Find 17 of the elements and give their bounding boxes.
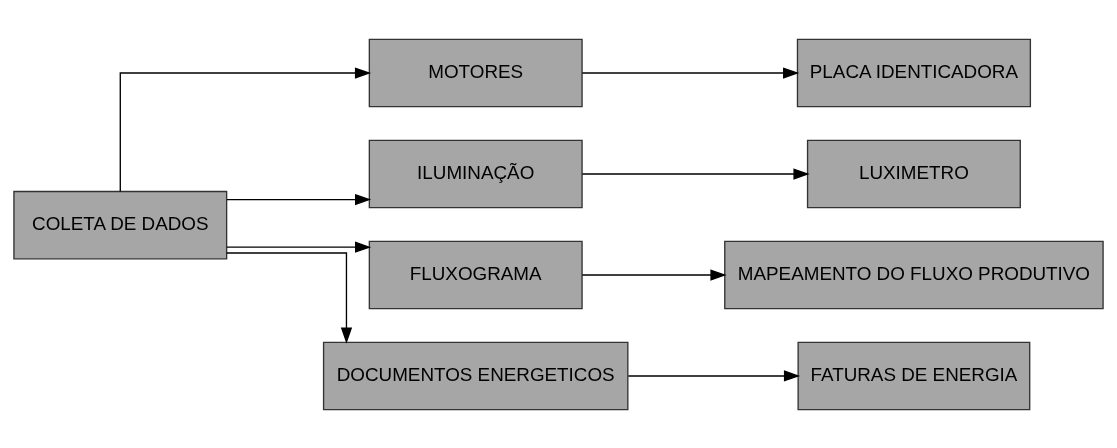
arrow (119, 66, 372, 192)
node-box: MAPEAMENTO DO FLUXO PRODUTIVO (724, 240, 1104, 309)
arrow (581, 167, 810, 180)
node-box: ILUMINAÇÃO (368, 139, 583, 208)
node-box: MOTORES (368, 38, 583, 107)
arrow (226, 193, 372, 205)
node-box: DOCUMENTOS ENERGETICOS (322, 341, 629, 410)
arrow (581, 66, 800, 79)
node-box: FATURAS DE ENERGIA (797, 341, 1031, 410)
node-box: COLETA DE DADOS (13, 190, 228, 259)
arrow (226, 241, 372, 253)
arrow (581, 268, 727, 281)
node-box: LUXIMETRO (806, 139, 1021, 208)
node-box: FLUXOGRAMA (368, 240, 583, 309)
node-box: PLACA IDENTICADORA (796, 38, 1032, 107)
arrow (226, 251, 353, 344)
arrow (627, 369, 801, 382)
